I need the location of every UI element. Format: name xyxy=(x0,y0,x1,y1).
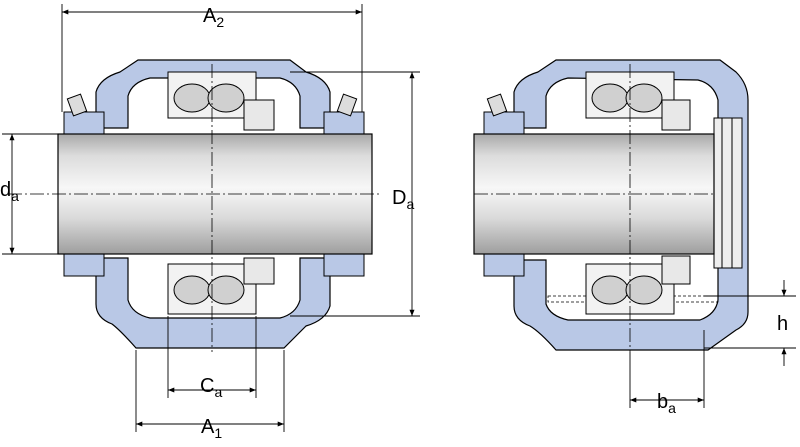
right-top-bearing xyxy=(585,71,691,131)
dimension-label-Da: Da xyxy=(392,187,414,212)
left-top-bearing xyxy=(167,71,275,131)
dimension-label-h: h xyxy=(777,313,788,335)
right-seals xyxy=(483,93,525,277)
right-housing-view xyxy=(473,59,749,352)
left-seals xyxy=(63,93,365,277)
right-end-cover xyxy=(713,117,743,269)
dimension-label-A1: A1 xyxy=(201,416,222,441)
dimension-label-Ca: Ca xyxy=(200,375,222,400)
dimension-label-A2: A2 xyxy=(203,5,224,30)
dimension-label-ba: ba xyxy=(657,391,676,416)
dimension-label-da: da xyxy=(0,179,19,204)
dimension-lines xyxy=(2,4,796,432)
left-housing-view xyxy=(8,59,380,352)
right-housing-body xyxy=(513,59,749,351)
left-housing-body xyxy=(95,59,331,349)
right-bottom-bearing xyxy=(585,255,691,315)
left-bottom-bearing xyxy=(167,257,275,315)
